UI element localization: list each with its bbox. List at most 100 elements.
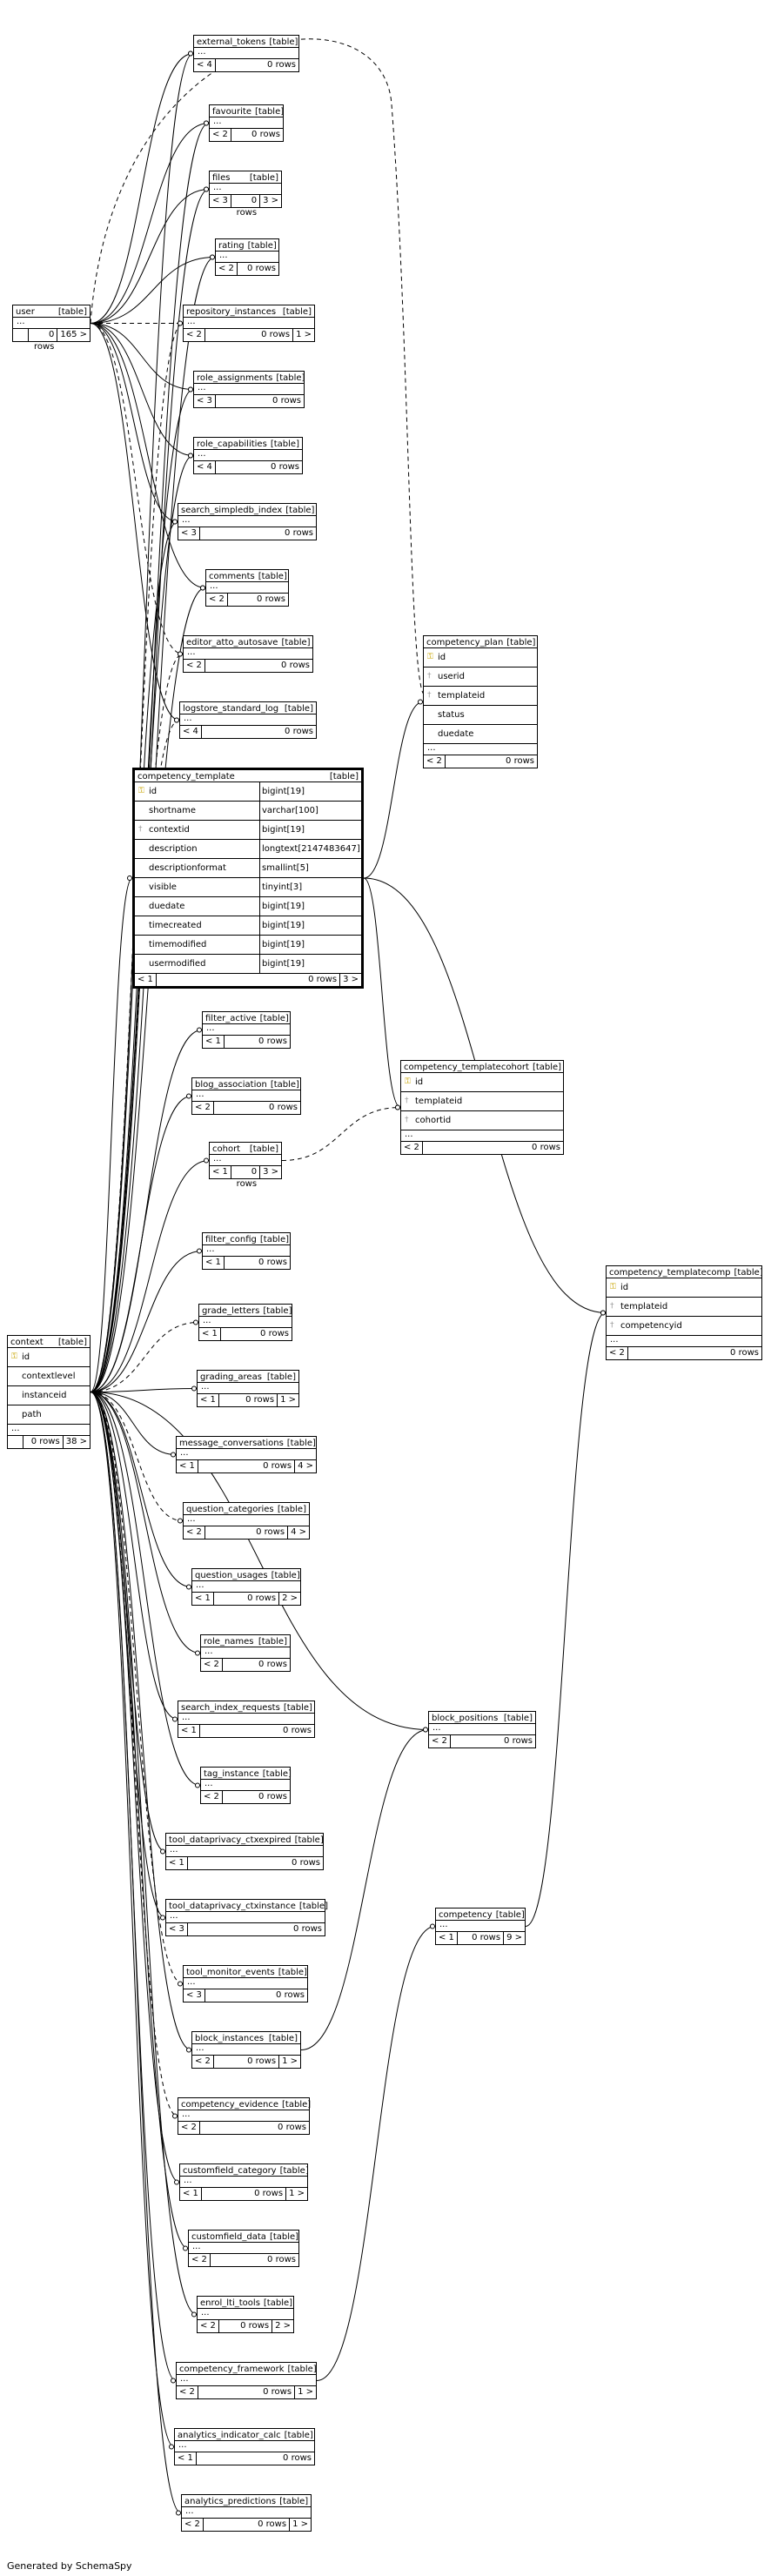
child-count: 3 >	[343, 975, 359, 984]
column-name: id	[438, 652, 446, 662]
crow-foot-marker	[191, 2311, 197, 2318]
relationship-line	[90, 323, 206, 588]
more-columns-ellipsis: ...	[189, 2243, 298, 2254]
column-name: timecreated	[149, 920, 202, 930]
table-name: analytics_indicator_calc	[178, 2431, 281, 2440]
table-tag: [table]	[271, 1571, 300, 1580]
table-header: competency_evidence[table]	[178, 2098, 311, 2110]
table-tag: [table]	[263, 2298, 293, 2308]
table-tag: [table]	[279, 2166, 309, 2176]
table-tag: [table]	[285, 506, 315, 515]
relationship-line	[90, 323, 194, 456]
parent-count: < 3	[178, 527, 200, 540]
table-name: competency_template	[137, 772, 235, 782]
table-header: enrol_lti_tools[table]	[198, 2297, 293, 2309]
table-header: block_positions[table]	[429, 1712, 535, 1724]
table-header: cohort[table]	[210, 1143, 281, 1155]
more-columns-ellipsis: ...	[178, 1714, 314, 1725]
table-tag: [table]	[57, 307, 87, 317]
child-count: 1 >	[292, 2519, 308, 2529]
table-competency-templatecohort[interactable]: competency_templatecohort[table]⚿id†temp…	[400, 1060, 564, 1155]
row-count: 0 rows	[205, 1526, 289, 1539]
relationship-line	[525, 1312, 607, 1927]
parent-count: < 1	[203, 1257, 225, 1269]
table-header: role_capabilities[table]	[194, 438, 302, 450]
column-name: shortname	[149, 805, 197, 815]
table-tool-dataprivacy-ctxexpired[interactable]: tool_dataprivacy_ctxexpired[table]...< 1…	[165, 1833, 324, 1870]
more-columns-ellipsis: ...	[192, 1581, 300, 1593]
table-header: role_assignments[table]	[194, 372, 305, 384]
table-tool-dataprivacy-ctxinstance[interactable]: tool_dataprivacy_ctxinstance[table]...< …	[165, 1899, 328, 1936]
table-header: repository_instances[table]	[184, 305, 314, 318]
table-header: comments[table]	[206, 570, 288, 582]
column-name: competencyid	[620, 1320, 682, 1331]
table-name: role_names	[204, 1637, 254, 1647]
table-header: competency_templatecomp[table]	[607, 1266, 763, 1278]
crow-foot-marker	[204, 1157, 209, 1164]
row-count: 0 rows	[271, 462, 299, 472]
more-columns-ellipsis: ...	[203, 1245, 290, 1257]
table-competency-templatecomp[interactable]: competency_templatecomp[table]⚿id†templa…	[606, 1265, 763, 1360]
table-competency-plan[interactable]: competency_plan[table]⚿id†userid†templat…	[423, 635, 538, 768]
more-columns-ellipsis: ...	[210, 117, 283, 129]
relationship-line	[90, 189, 210, 324]
parent-count: < 3	[184, 1989, 205, 2002]
relationship-line	[90, 1251, 203, 1392]
relationship-line	[90, 1392, 189, 2249]
table-name: competency_templatecohort	[404, 1063, 529, 1072]
more-columns-ellipsis: ...	[180, 714, 316, 726]
table-header: user[table]	[13, 305, 90, 318]
child-count: 3 >	[263, 196, 278, 205]
table-name: customfield_category	[183, 2166, 277, 2176]
column-name: userid	[438, 671, 465, 681]
table-tag: [table]	[281, 638, 311, 647]
parent-count: < 2	[198, 2320, 219, 2332]
child-count: 1 >	[298, 2387, 313, 2397]
more-columns-ellipsis: ...	[401, 1130, 563, 1142]
